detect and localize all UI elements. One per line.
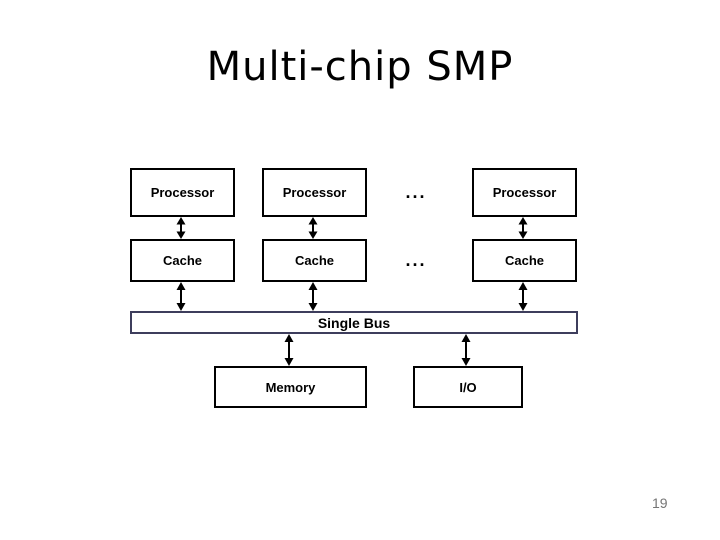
processor-label-1: Processor <box>150 185 215 200</box>
slide-title: Multi-chip SMP <box>206 44 514 90</box>
processor-label-2: Processor <box>282 185 347 200</box>
io-label: I/O <box>459 379 477 395</box>
cache-box-1: Cache <box>130 239 235 282</box>
double-arrow-processor2-cache2-icon <box>308 217 318 239</box>
double-arrow-processor3-cache3-icon <box>518 217 528 239</box>
single-bus-bar: Single Bus <box>130 311 578 334</box>
ellipsis-processor-row: ... <box>405 182 427 202</box>
double-arrow-bus-io-icon <box>461 334 471 366</box>
double-arrow-processor1-cache1-icon <box>176 217 186 239</box>
cache-label-2: Cache <box>294 253 335 268</box>
cache-label-1: Cache <box>162 253 203 268</box>
processor-label-3: Processor <box>492 185 557 200</box>
single-bus-label: Single Bus <box>317 314 391 331</box>
processor-box-2: Processor <box>262 168 367 217</box>
processor-box-1: Processor <box>130 168 235 217</box>
cache-box-2: Cache <box>262 239 367 282</box>
ellipsis-cache-row: ... <box>405 250 427 270</box>
memory-box: Memory <box>214 366 367 408</box>
cache-box-3: Cache <box>472 239 577 282</box>
processor-box-3: Processor <box>472 168 577 217</box>
double-arrow-bus-memory-icon <box>284 334 294 366</box>
cache-label-3: Cache <box>504 253 545 268</box>
io-box: I/O <box>413 366 523 408</box>
memory-label: Memory <box>265 379 316 395</box>
double-arrow-cache1-bus-icon <box>176 282 186 311</box>
double-arrow-cache2-bus-icon <box>308 282 318 311</box>
page-number: 19 <box>652 495 668 511</box>
double-arrow-cache3-bus-icon <box>518 282 528 311</box>
